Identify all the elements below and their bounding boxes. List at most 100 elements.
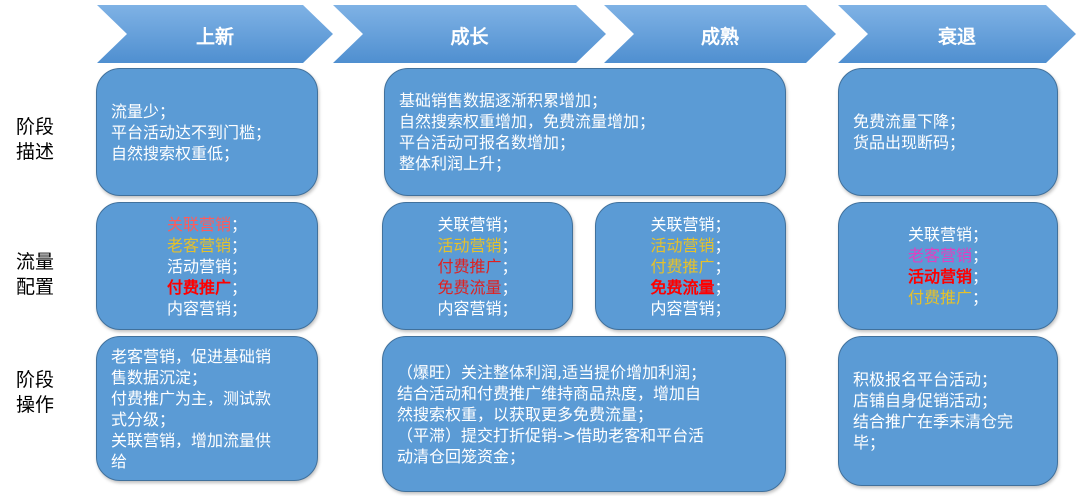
text-line: 自然搜索权重增加，免费流量增加；	[399, 112, 656, 131]
stage-label: 成长	[450, 26, 489, 48]
stage-arrow-mature: 成熟	[604, 5, 836, 63]
label-line: 阶段	[16, 116, 55, 138]
traffic-item-label: 内容营销	[166, 298, 231, 318]
separator: ；	[501, 214, 518, 234]
text-line: 免费流量下降；	[853, 112, 966, 131]
separator: ；	[714, 214, 731, 234]
traffic-item: 付费推广；	[650, 256, 730, 277]
traffic-item: 内容营销；	[167, 298, 247, 319]
operations-growth-mature: （爆旺）关注整体利润,适当提价增加利润；结合活动和付费推广维持商品热度，增加自然…	[382, 336, 786, 492]
separator: ；	[231, 298, 248, 318]
traffic-item: 付费推广；	[908, 287, 988, 308]
separator: ；	[714, 235, 731, 255]
separator: ；	[714, 298, 731, 318]
text-line: 然搜索权重，以获取更多免费流量；	[397, 404, 654, 424]
traffic-item-label: 付费推广	[907, 288, 972, 307]
separator: ；	[972, 246, 989, 265]
operations-launch: 老客营销，促进基础销售数据沉淀；付费推广为主，测试款式分级；关联营销，增加流量供…	[96, 336, 318, 481]
text-line: 流量少；	[111, 101, 176, 121]
text-line: 动清仓回笼资金；	[397, 446, 526, 466]
stage-arrow-growth: 成长	[333, 5, 606, 63]
traffic-item: 老客营销；	[908, 245, 988, 266]
separator: ；	[231, 256, 248, 276]
separator: ；	[501, 277, 518, 297]
traffic-item: 内容营销；	[437, 298, 517, 319]
text-line: 平台活动可报名数增加；	[399, 133, 576, 152]
text-line: 式分级；	[111, 409, 176, 429]
traffic-item-label: 内容营销	[437, 298, 502, 318]
traffic-item-label: 关联营销	[907, 225, 972, 244]
traffic-item-label: 内容营销	[650, 298, 715, 318]
description-growth-mature: 基础销售数据逐渐积累增加； 自然搜索权重增加，免费流量增加； 平台活动可报名数增加；…	[384, 68, 786, 196]
label-line: 流量	[16, 251, 55, 273]
traffic-item-label: 活动营销	[166, 256, 231, 276]
text-line: 基础销售数据逐渐积累增加；	[399, 91, 608, 110]
separator: ；	[972, 225, 989, 244]
traffic-item: 关联营销；	[650, 214, 730, 235]
traffic-growth: 关联营销；活动营销；付费推广；免费流量；内容营销；	[382, 202, 573, 330]
row-label-operations: 阶段操作	[16, 368, 66, 418]
chevron-shape	[838, 5, 1076, 63]
traffic-item-label: 活动营销	[907, 267, 972, 286]
text-line: 结合推广在季末清仓完	[853, 412, 1014, 431]
text-line: 给	[111, 451, 128, 471]
label-line: 配置	[16, 276, 55, 298]
traffic-item: 内容营销；	[650, 298, 730, 319]
row-label-traffic: 流量配置	[16, 250, 66, 300]
text-line: 结合活动和付费推广维持商品热度，增加自	[397, 383, 702, 403]
traffic-item-label: 付费推广	[437, 256, 502, 276]
separator: ；	[972, 288, 989, 307]
text-line: 店铺自身促销活动；	[853, 391, 998, 410]
text-line: 货品出现断码；	[853, 133, 966, 152]
traffic-item: 付费推广；	[167, 277, 247, 298]
traffic-item-label: 关联营销	[650, 214, 715, 234]
separator: ；	[501, 256, 518, 276]
text-line: 付费推广为主，测试款	[111, 388, 272, 408]
traffic-item: 活动营销；	[167, 256, 247, 277]
traffic-item: 关联营销；	[437, 214, 517, 235]
label-line: 描述	[16, 141, 55, 163]
traffic-item-label: 活动营销	[437, 235, 502, 255]
stage-label: 衰退	[937, 26, 976, 48]
text-line: 售数据沉淀；	[111, 367, 208, 387]
description-decline: 免费流量下降； 货品出现断码；	[838, 68, 1058, 196]
traffic-item: 免费流量；	[650, 277, 730, 298]
text-line: 关联营销，增加流量供	[111, 430, 272, 450]
text-line: 积极报名平台活动；	[853, 370, 998, 389]
traffic-item-label: 活动营销	[650, 235, 715, 255]
text-line: 自然搜索权重低；	[111, 143, 240, 163]
text-line: 整体利润上升；	[399, 154, 512, 173]
label-line: 操作	[16, 394, 55, 416]
traffic-mature: 关联营销；活动营销；付费推广；免费流量；内容营销；	[595, 202, 786, 330]
separator: ；	[714, 256, 731, 276]
traffic-item: 老客营销；	[167, 235, 247, 256]
description-launch: 流量少；平台活动达不到门槛；自然搜索权重低；	[96, 68, 318, 196]
traffic-item-label: 关联营销	[166, 214, 231, 234]
row-label-description: 阶段描述	[16, 115, 66, 165]
operations-decline: 积极报名平台活动； 店铺自身促销活动； 结合推广在季末清仓完毕；	[838, 336, 1058, 486]
stage-label: 成熟	[700, 26, 739, 48]
traffic-decline: 关联营销；老客营销；活动营销；付费推广；	[838, 202, 1058, 330]
traffic-item: 付费推广；	[437, 256, 517, 277]
traffic-item: 免费流量；	[437, 277, 517, 298]
traffic-item-label: 免费流量	[650, 277, 715, 297]
traffic-item: 关联营销；	[908, 224, 988, 245]
chevron-shape	[333, 5, 606, 63]
traffic-item: 活动营销；	[908, 266, 988, 287]
text-line: （爆旺）关注整体利润,适当提价增加利润；	[397, 362, 707, 382]
traffic-item-label: 关联营销	[437, 214, 502, 234]
traffic-item-label: 付费推广	[166, 277, 231, 297]
traffic-item: 活动营销；	[650, 235, 730, 256]
separator: ；	[972, 267, 989, 286]
text-line: 平台活动达不到门槛；	[111, 122, 272, 142]
stage-label: 上新	[195, 26, 234, 48]
chevron-shape	[97, 5, 333, 63]
traffic-item-label: 老客营销	[166, 235, 231, 255]
traffic-item-label: 老客营销	[907, 246, 972, 265]
text-line: （平滞）提交打折促销->借助老客和平台活	[397, 425, 705, 445]
separator: ；	[231, 277, 248, 297]
text-line: 老客营销，促进基础销	[111, 346, 272, 366]
text-line: 毕；	[853, 433, 886, 452]
stage-arrow-decline: 衰退	[838, 5, 1076, 63]
label-line: 阶段	[16, 369, 55, 391]
